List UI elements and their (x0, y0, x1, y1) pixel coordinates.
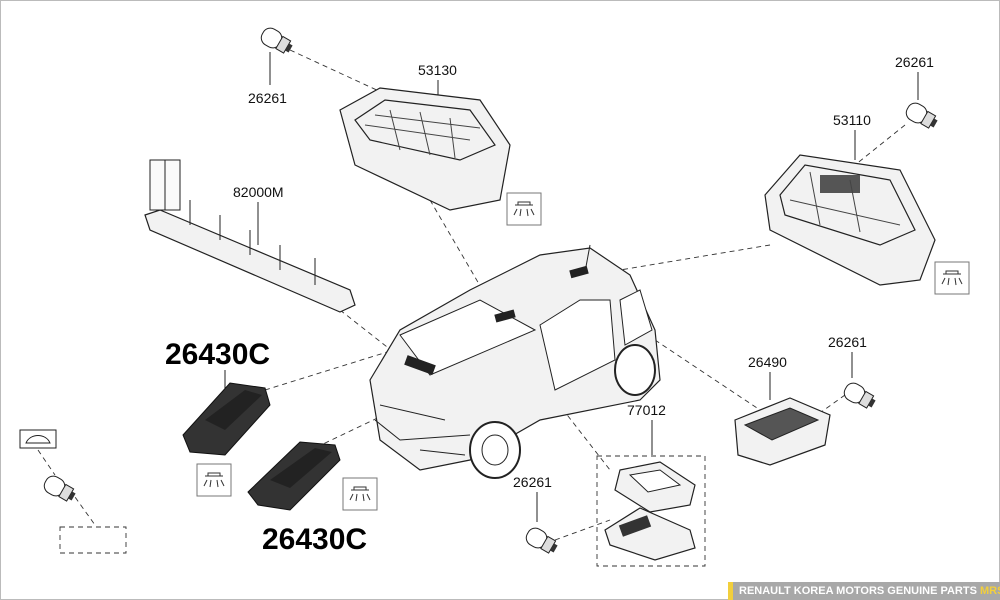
label-console-rear: 53110 (833, 112, 871, 128)
bulb-26261-bottom[interactable] (522, 524, 561, 558)
label-plate-lamp: 26490 (748, 354, 787, 370)
glove-box-lamp-77012[interactable] (604, 461, 696, 561)
label-glove-lamp: 77012 (627, 402, 666, 418)
lamp-icon-console-rear (934, 261, 970, 295)
label-console-front: 53130 (418, 62, 457, 78)
label-harness: 82000M (233, 184, 284, 200)
vanity-lamp-26430C-lower[interactable] (247, 441, 341, 511)
label-bulb-top-right: 26261 (895, 54, 934, 70)
label-bulb-plate: 26261 (828, 334, 867, 350)
bulb-26261-top-right[interactable] (902, 99, 941, 133)
bulb-26261-plate[interactable] (840, 379, 879, 413)
label-visor-lamp-lower: 26430C (262, 523, 367, 556)
placeholder-part-box (59, 526, 127, 554)
leader-bulb-console-rear (854, 124, 906, 166)
label-bulb-bottom: 26261 (513, 474, 552, 490)
overhead-console-53110[interactable] (764, 154, 936, 286)
leader-visor-upper (264, 319, 491, 391)
label-bulb-top-left: 26261 (248, 90, 287, 106)
lamp-icon-visor-lower (342, 477, 378, 511)
lamp-shape-icon (19, 429, 57, 449)
leader-console-rear-car (589, 244, 771, 276)
lamp-icon-visor-upper (196, 463, 232, 497)
vehicle-illustration (369, 244, 661, 479)
bulb-26261-top-left[interactable] (257, 24, 296, 85)
glove-lamp-group-box (596, 455, 706, 567)
label-visor-lamp-upper: 26430C (165, 338, 270, 371)
overhead-console-53130[interactable] (339, 87, 511, 211)
lamp-icon-console-front (506, 192, 542, 226)
watermark: RENAULT KOREA MOTORS GENUINE PARTS MRSZO… (728, 582, 1000, 600)
leader-bulb-plate (809, 394, 846, 421)
leader-bulb-bottom (554, 519, 611, 541)
watermark-text: RENAULT KOREA MOTORS GENUINE PARTS (739, 585, 980, 597)
vanity-lamp-26430C-upper[interactable] (182, 382, 271, 456)
bulb-small-left[interactable] (40, 472, 79, 506)
license-plate-lamp-26490[interactable] (734, 397, 831, 466)
wiring-harness-82000M[interactable] (144, 159, 356, 313)
leader-plate-car (654, 339, 761, 411)
leader-small-bulb (69, 489, 96, 526)
leader-icon-bulb (37, 449, 56, 476)
watermark-brand: MRSZONE (980, 585, 1000, 597)
